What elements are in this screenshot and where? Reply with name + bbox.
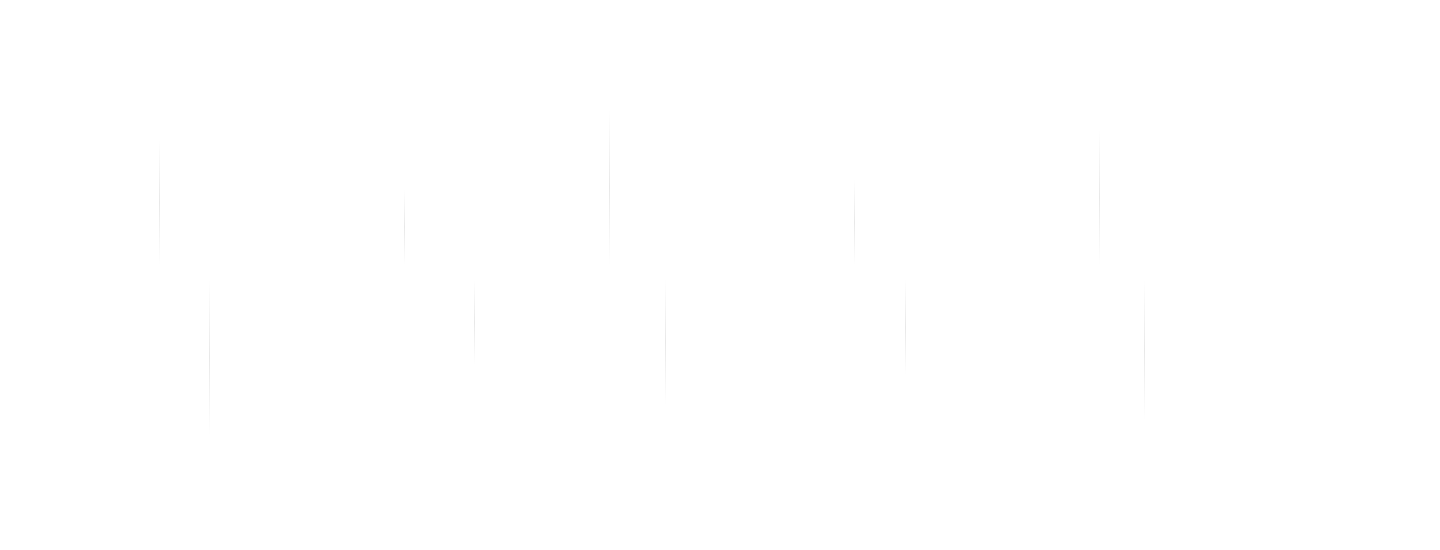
faint-vertical-line xyxy=(1144,280,1145,420)
faint-vertical-line xyxy=(1099,130,1100,265)
faint-vertical-line xyxy=(665,280,666,405)
faint-vertical-line xyxy=(854,180,855,265)
faint-vertical-line xyxy=(209,280,210,435)
faint-vertical-line xyxy=(905,280,906,375)
faint-vertical-line xyxy=(404,190,405,265)
faint-vertical-line xyxy=(609,110,610,265)
faint-vertical-line xyxy=(159,140,160,265)
faint-vertical-line xyxy=(474,280,475,365)
